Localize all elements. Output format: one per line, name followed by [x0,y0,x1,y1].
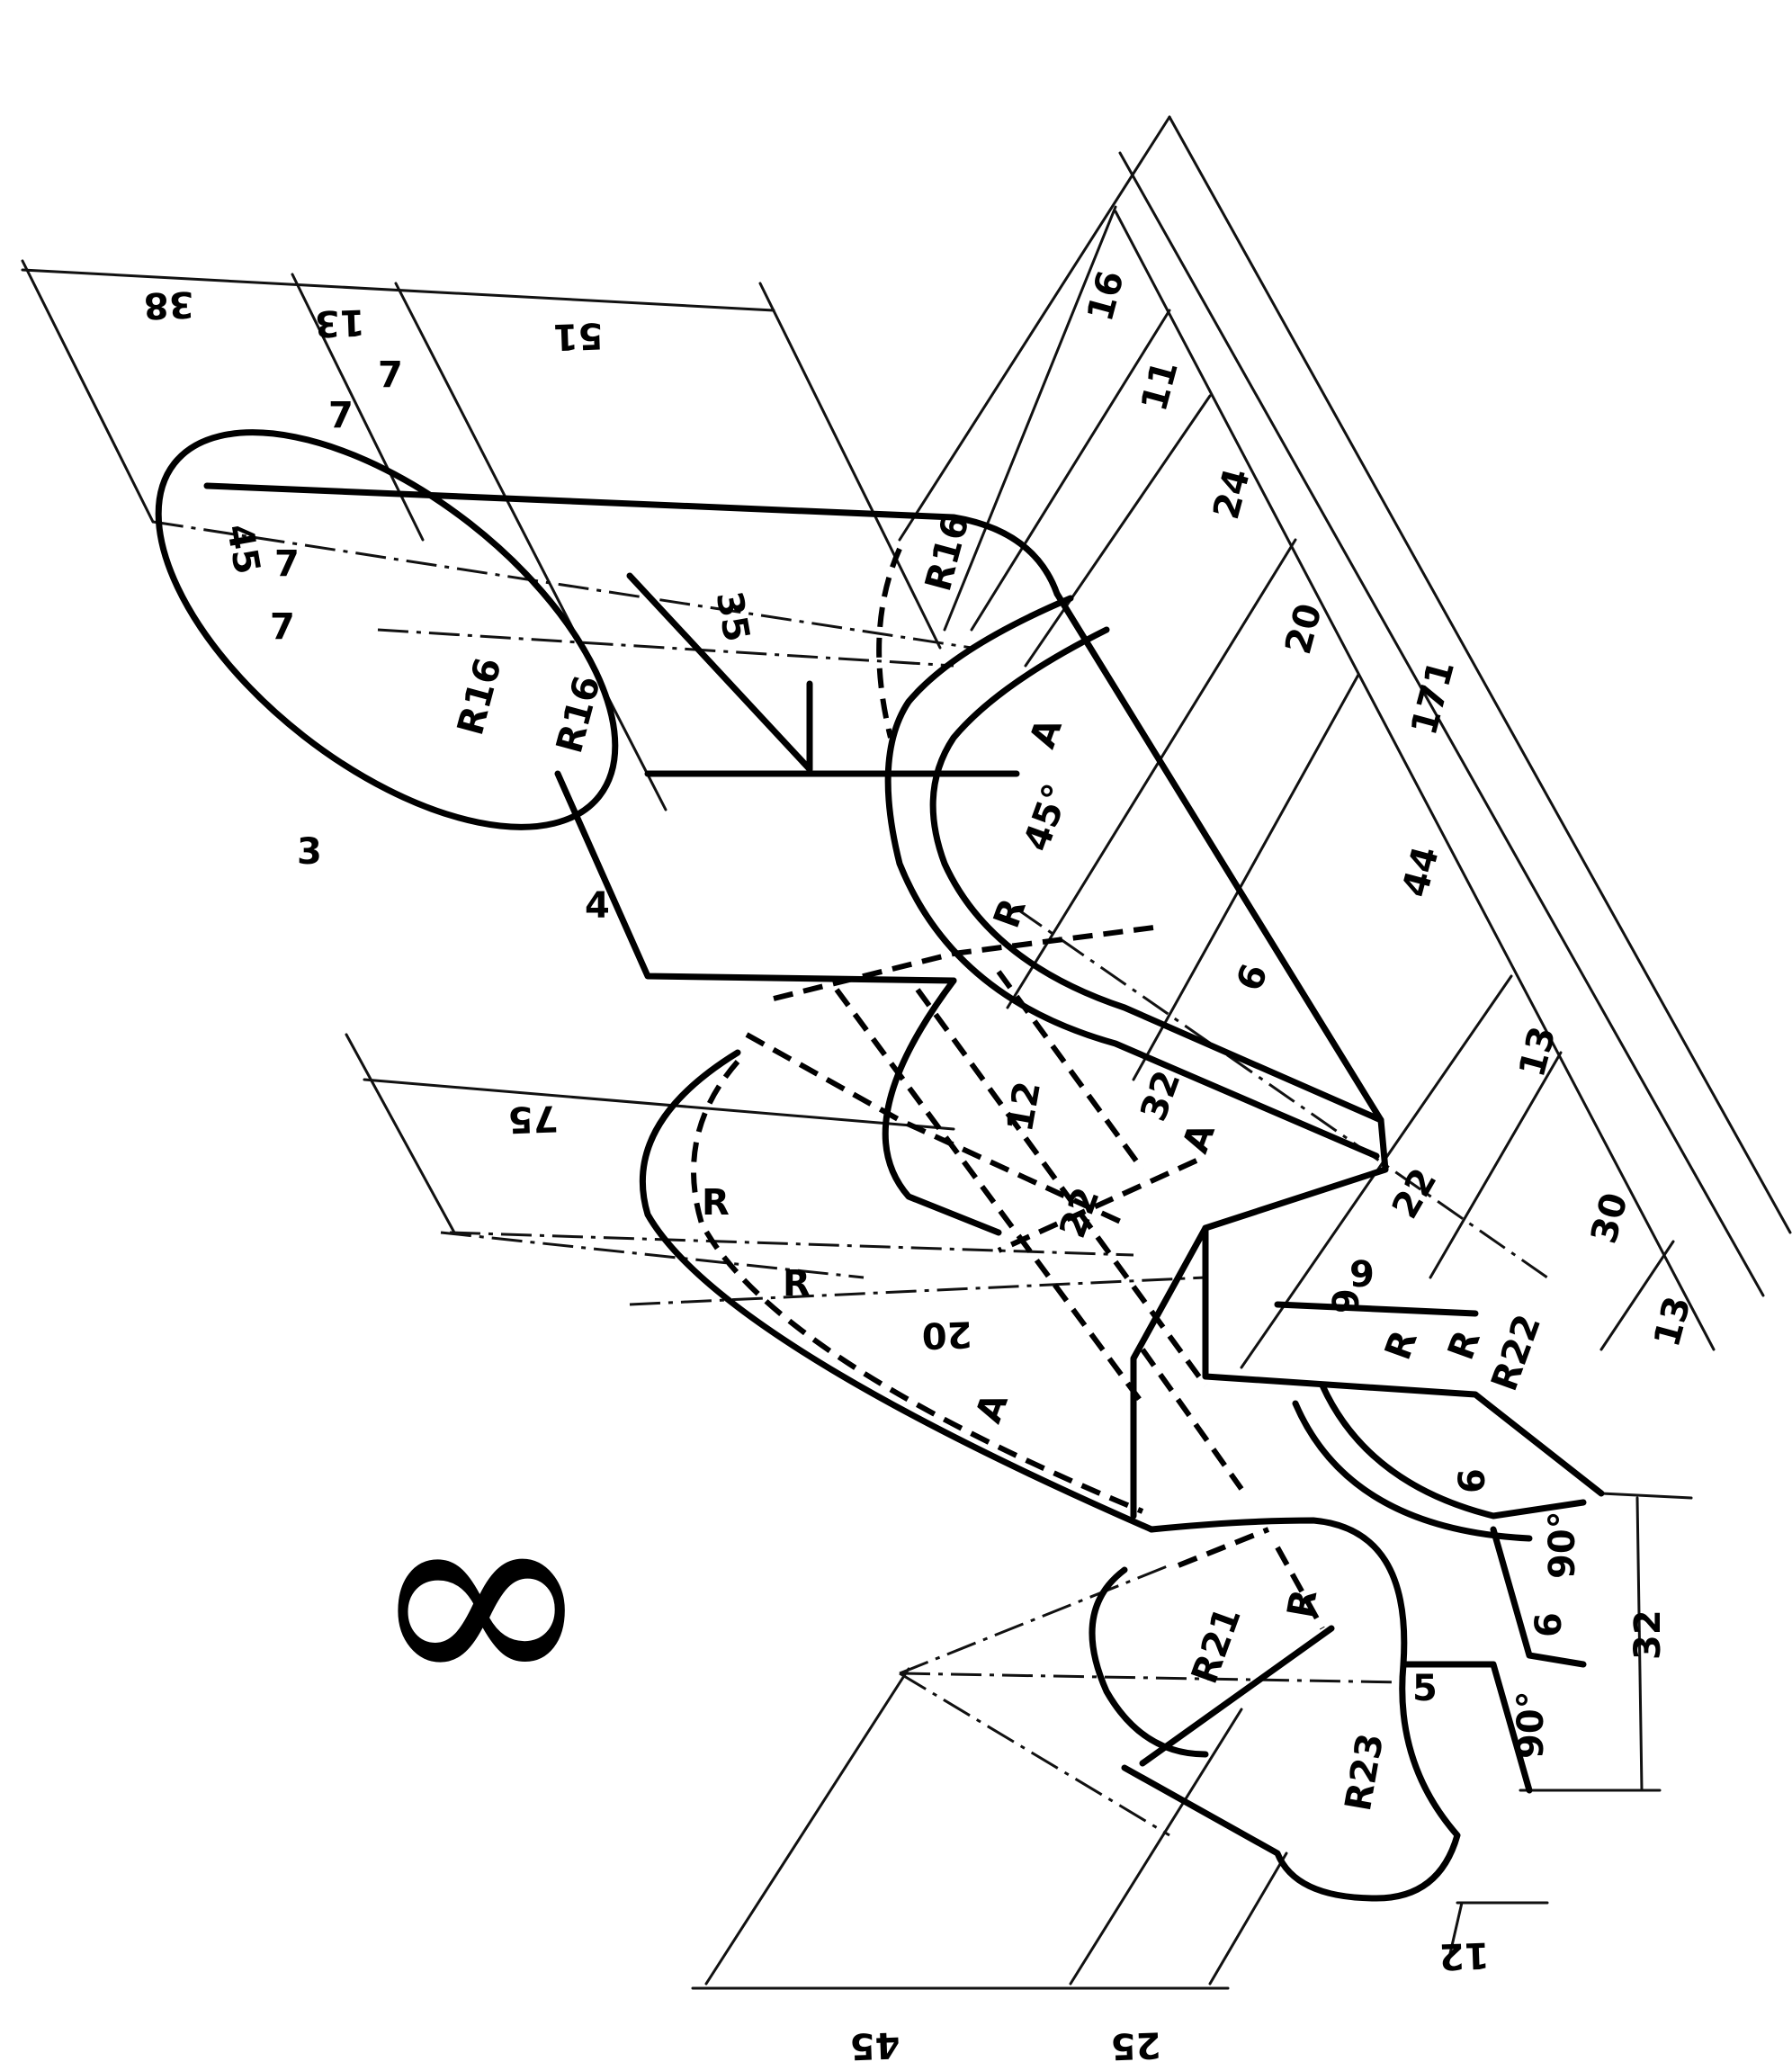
dim-lr-r21: R21 [1184,1602,1250,1690]
hidden-lines [691,547,1325,1630]
dim-mid-6: 6 [1229,959,1277,997]
visible-outlines [155,429,1605,1902]
dim-right-30: 30 [1583,1188,1636,1248]
dim-mid-45deg: 45° [1016,778,1078,856]
dim-top-51: 51 [552,314,604,357]
dim-upper-7a: 7 [274,543,300,585]
dim-right-44: 44 [1394,842,1447,901]
dimension-lines [21,115,1792,1990]
dim-right-13a: 13 [1511,1022,1564,1081]
dimension-labels: 38 13 51 45 7 7 7 7 3 R16 R16 35 R16 16 … [143,266,1699,2062]
dim-lr-32: 32 [1627,1609,1669,1660]
dim-upper-7c: 7 [328,395,354,436]
dim-lr-r2: R [1440,1325,1489,1366]
dim-mid-a1: A [1022,713,1071,754]
dim-mid-12: 12 [999,1079,1049,1135]
dim-right-24: 24 [1205,464,1259,524]
dim-mid-r: R [986,893,1035,934]
dim-lr-90b: 90° [1510,1690,1552,1759]
dim-upper-r16a: R16 [450,653,510,739]
center-lines [152,520,1548,1837]
dim-upper-3: 3 [297,831,322,873]
dim-left-4: 4 [585,885,610,927]
dim-lr-r: R [1280,1586,1326,1620]
dim-right-171: 171 [1403,656,1463,740]
dim-bottom-45: 45 [849,2023,900,2062]
dim-lr-5: 5 [1412,1668,1438,1709]
infinity-symbol: ∞ [369,1441,594,1755]
dim-right-20: 20 [1277,599,1331,659]
dim-upper-7b: 7 [270,606,295,648]
dim-left-75: 75 [507,1097,559,1140]
dim-left-r2: R [783,1263,811,1304]
dim-lr-9b: 9 [1349,1254,1375,1295]
dim-upper-35: 35 [708,588,757,645]
dim-lr-12: 12 [1438,1933,1490,1977]
dim-lr-9a: 9 [1326,1288,1367,1313]
dim-right-13b: 13 [1646,1292,1699,1351]
dim-upper-45: 45 [219,521,268,578]
dim-upper-7d: 7 [378,354,403,396]
dim-upper-r16b: R16 [549,671,609,757]
dim-lr-6a: 6 [1452,1468,1493,1493]
dim-left-20: 20 [921,1313,972,1356]
dim-mid-a2: A [1175,1118,1223,1159]
dim-top-13: 13 [314,300,365,344]
dim-lr-6b: 6 [1528,1612,1570,1637]
dim-lr-r1: R [1377,1325,1426,1366]
dim-lr-r23: R23 [1338,1730,1392,1814]
dim-mid-a3: A [968,1388,1017,1429]
dim-lr-r22: R22 [1483,1309,1549,1396]
dim-upper-r16c: R16 [918,509,978,595]
dim-mid-22b: 22 [1384,1161,1446,1225]
dim-top-38: 38 [143,282,194,326]
dim-lr-90a: 90° [1542,1511,1583,1579]
dim-bottom-25: 25 [1110,2023,1161,2062]
dim-right-11: 11 [1133,356,1187,416]
dim-left-r1: R [702,1182,730,1224]
